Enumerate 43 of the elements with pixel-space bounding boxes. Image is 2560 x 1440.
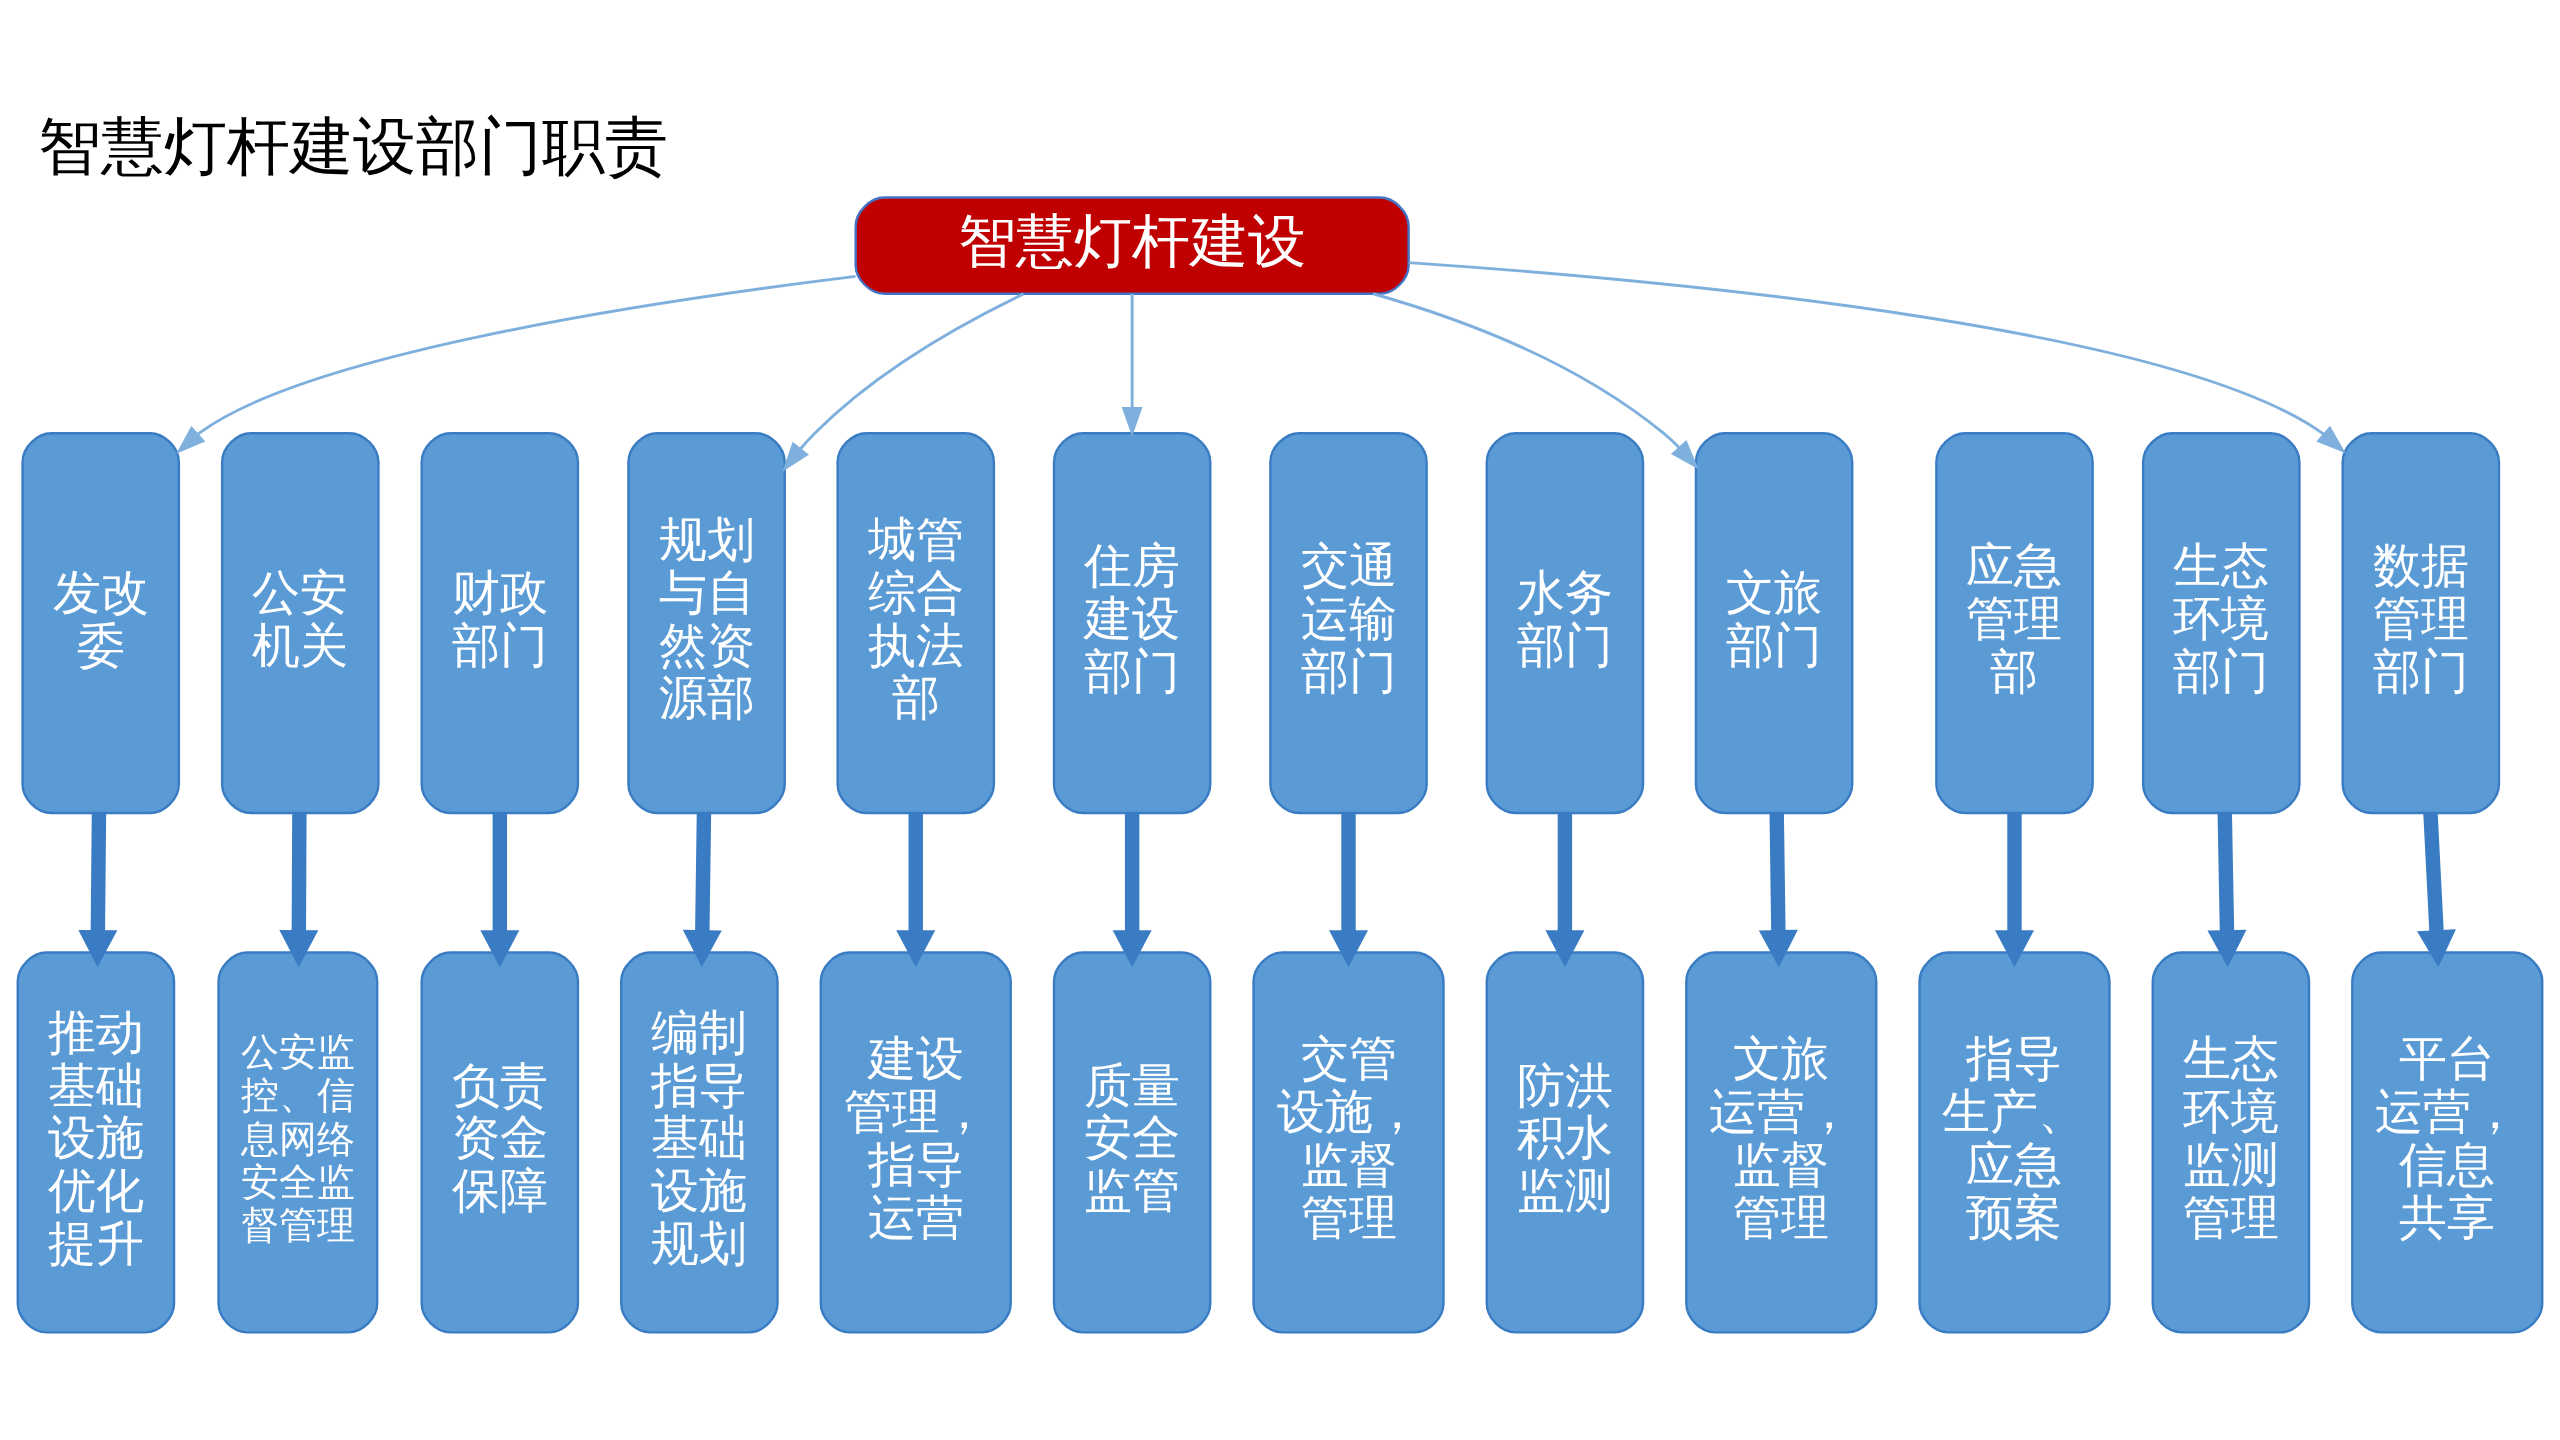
arrow [2207, 812, 2247, 967]
node-box: 公安监控、信息网络安全监督管理 [217, 950, 379, 1334]
node-box: 应急管理部 [1935, 431, 2094, 814]
arrow [896, 812, 936, 967]
arrow [1995, 812, 2034, 967]
arrow [782, 292, 1025, 472]
node-box: 智慧灯杆建设 [854, 195, 1410, 295]
node-box: 公安机关 [220, 431, 380, 814]
node-box: 建设管理，指导运营 [819, 950, 1012, 1334]
arrow [480, 812, 520, 967]
node-box: 负责资金保障 [420, 950, 580, 1334]
arrow [2417, 812, 2456, 967]
node-box: 发改委 [21, 431, 181, 814]
node-box: 指导生产、应急预案 [1918, 950, 2111, 1334]
arrow [176, 274, 856, 454]
arrow [1408, 260, 2346, 453]
arrow [78, 812, 118, 967]
arrow [682, 812, 722, 967]
arrow [1112, 812, 1152, 967]
arrow [1372, 291, 1699, 469]
node-box: 财政部门 [420, 431, 580, 814]
node-box: 平台运营，信息共享 [2351, 950, 2544, 1334]
node-box: 交管设施，监督管理 [1252, 950, 1445, 1334]
node-box: 文旅部门 [1694, 431, 1854, 814]
node-box: 数据管理部门 [2341, 431, 2501, 814]
diagram-title: 智慧灯杆建设部门职责 [38, 109, 669, 183]
arrow [1329, 812, 1369, 967]
node-box: 城管综合执法部 [836, 431, 996, 814]
node-box: 质量安全监管 [1052, 950, 1212, 1334]
node-box: 文旅运营，监督管理 [1685, 950, 1878, 1334]
node-box: 水务部门 [1485, 431, 1645, 814]
arrow [1121, 293, 1143, 437]
node-box: 交通运输部门 [1269, 431, 1428, 814]
node-box: 推动基础设施优化提升 [16, 950, 176, 1334]
arrow [279, 812, 319, 967]
node-box: 生态环境部门 [2141, 431, 2301, 814]
arrow [1545, 812, 1585, 967]
node-box: 编制指导基础设施规划 [620, 950, 779, 1334]
node-box: 住房建设部门 [1052, 431, 1212, 814]
node-box: 防洪积水监测 [1485, 950, 1645, 1334]
node-box: 规划与自然资源部 [627, 431, 786, 814]
node-box: 生态环境监测管理 [2151, 950, 2311, 1334]
arrow [1758, 812, 1798, 967]
